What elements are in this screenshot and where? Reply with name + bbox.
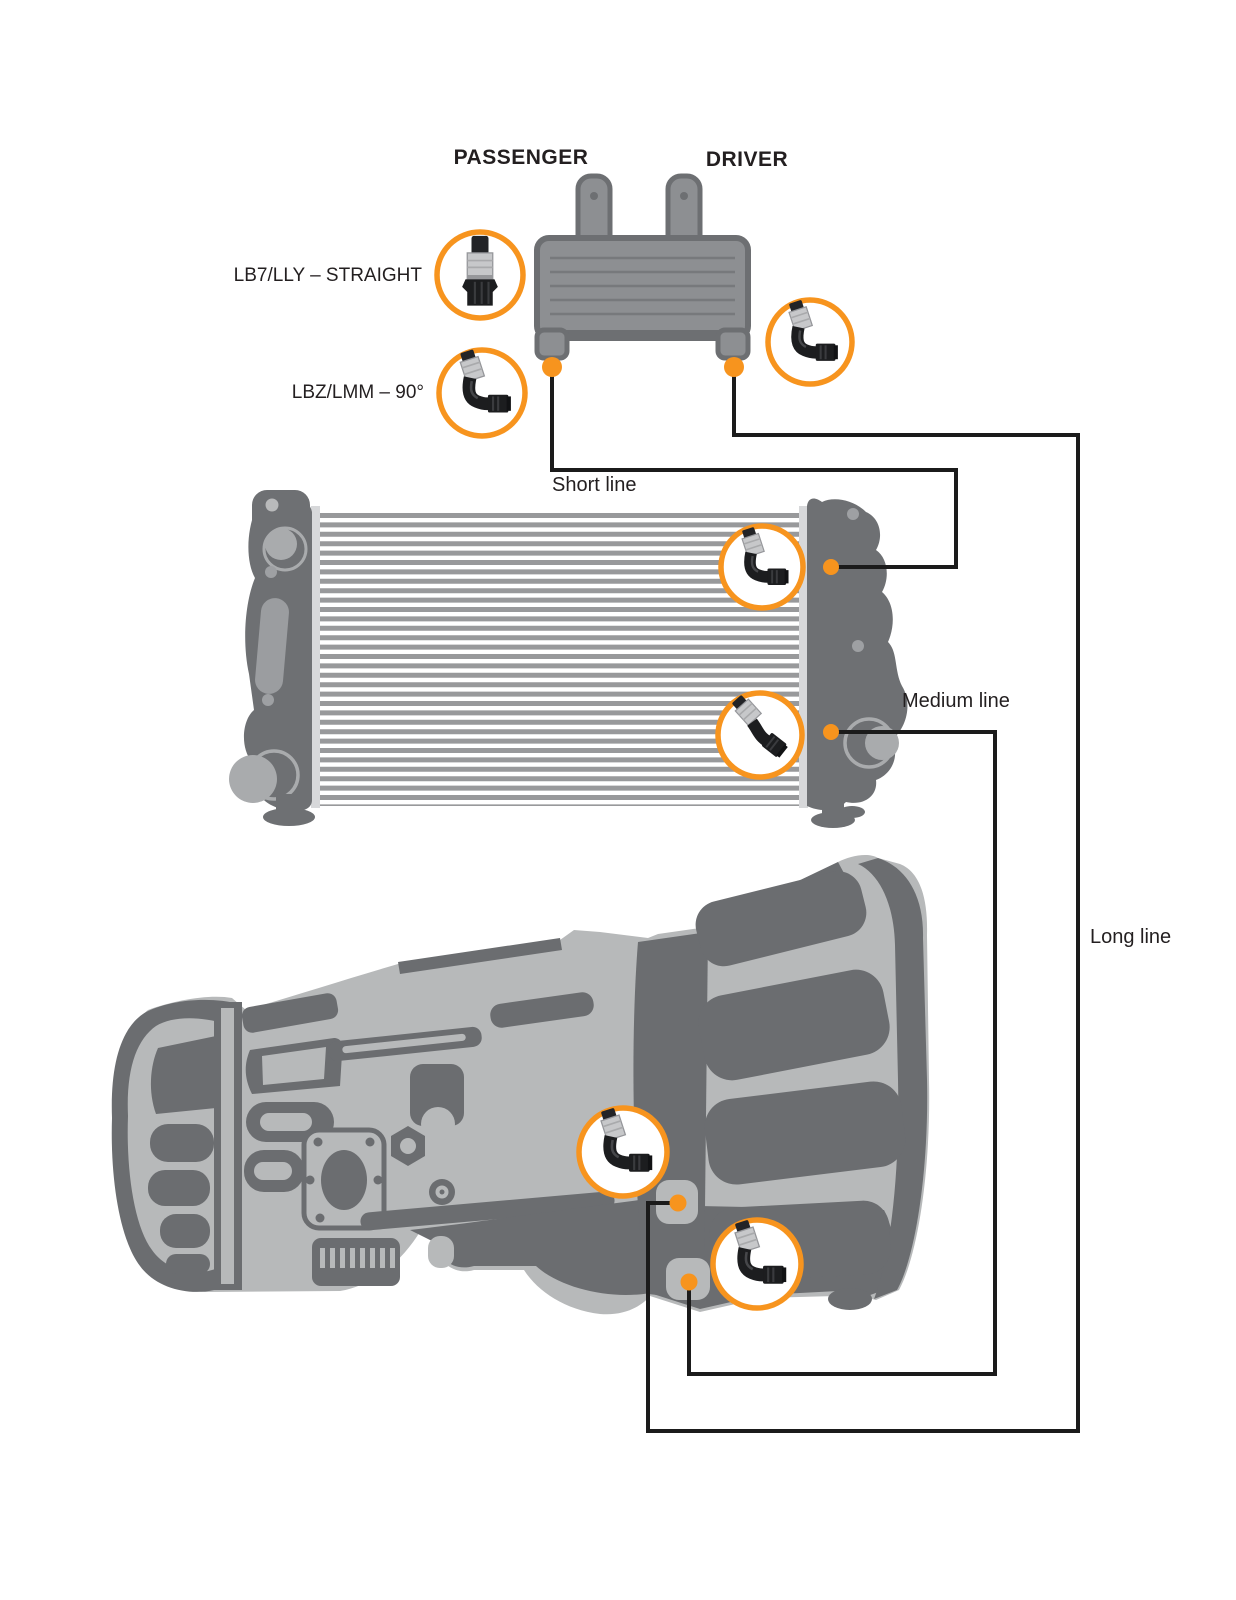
cooler-foot-driver	[715, 327, 751, 361]
medium-line-path	[687, 730, 997, 1376]
cooler-passenger-port-dot	[542, 357, 562, 377]
cooler-driver-port-dot	[724, 357, 744, 377]
driver-label: DRIVER	[706, 148, 788, 171]
callout-driver-fitting	[765, 299, 855, 387]
callout-radiator-upper-fitting	[718, 526, 806, 611]
callout-transmission-upper-fitting	[576, 1107, 670, 1199]
long-line-label: Long line	[1090, 926, 1171, 948]
rib-ticks	[320, 1248, 395, 1268]
medium-line-label: Medium line	[902, 690, 1010, 712]
passenger-label: PASSENGER	[454, 146, 589, 169]
90-fitting-label: LBZ/LMM – 90°	[292, 382, 424, 403]
radiator-lower-port-dot	[823, 724, 839, 740]
radiator-right-tank	[807, 498, 908, 828]
short-line-path	[550, 370, 958, 569]
left-tank-lower-port-icon	[229, 755, 277, 803]
callout-straight-fitting	[434, 229, 526, 321]
port-dots	[542, 357, 839, 1291]
long-line-path	[646, 370, 1080, 1433]
left-tank-port-icon	[265, 528, 297, 560]
transmission-illustration	[111, 855, 930, 1315]
callout-transmission-lower-fitting	[710, 1219, 804, 1311]
fitting-callouts	[434, 229, 855, 1311]
tab-hole-icon	[590, 192, 598, 200]
hose-routing-lines	[550, 370, 1080, 1433]
transmission-bell-housing	[633, 858, 928, 1300]
radiator-left-tank	[229, 490, 315, 826]
callout-90-fitting	[436, 348, 528, 439]
transmission-cooler-illustration	[534, 173, 751, 361]
cooler-fins	[550, 256, 735, 316]
radiator-upper-port-dot	[823, 559, 839, 575]
transmission-mid-housing	[241, 993, 343, 1192]
cooler-bottom-bar	[560, 330, 728, 340]
transmission-lower-port-dot	[680, 1273, 698, 1291]
radiator-illustration	[229, 490, 908, 828]
radiator-side-strip-left	[311, 506, 320, 808]
transmission-tail-housing	[111, 999, 242, 1292]
right-tank-port-icon	[865, 726, 899, 760]
transmission-upper-port-dot	[669, 1194, 687, 1212]
radiator-side-strip-right	[799, 506, 808, 808]
bracket-hole-icon	[265, 498, 279, 512]
cooler-foot-passenger	[534, 327, 570, 361]
straight-fitting-label: LB7/LLY – STRAIGHT	[234, 265, 423, 286]
callout-radiator-lower-fitting	[715, 693, 805, 780]
short-line-label: Short line	[552, 474, 637, 496]
cooler-body	[534, 235, 751, 341]
tab-hole-icon	[680, 192, 688, 200]
radiator-foot-left	[263, 808, 315, 826]
